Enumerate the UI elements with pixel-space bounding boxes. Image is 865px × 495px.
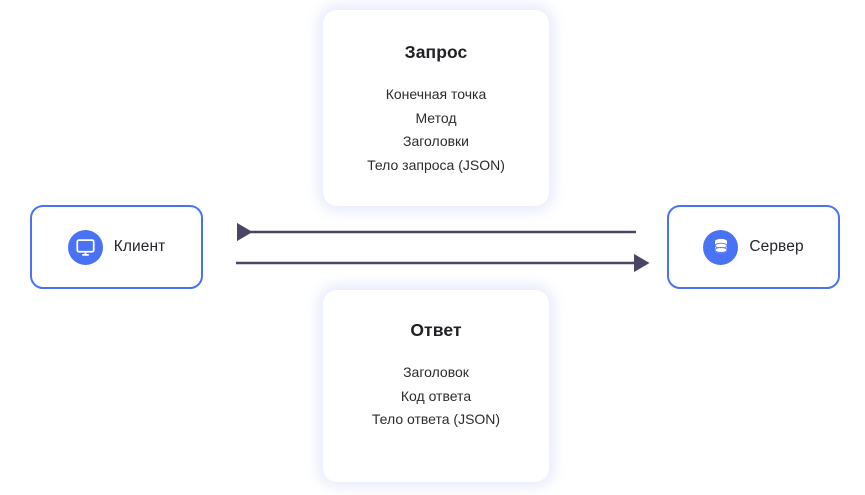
node-client[interactable]: Клиент xyxy=(30,205,203,289)
node-client-label: Клиент xyxy=(113,238,166,255)
card-request-lines: Конечная точка Метод Заголовки Тело запр… xyxy=(367,83,505,177)
card-request: Запрос Конечная точка Метод Заголовки Те… xyxy=(323,10,549,206)
database-icon xyxy=(703,229,739,265)
card-line: Код ответа xyxy=(400,387,472,404)
card-line: Конечная точка xyxy=(385,86,487,102)
card-response-lines: Заголовок Код ответа Тело ответа (JSON) xyxy=(372,361,500,432)
card-request-title: Запрос xyxy=(404,42,468,62)
card-line: Метод xyxy=(415,109,457,126)
monitor-icon xyxy=(67,229,103,265)
card-line: Тело запроса (JSON) xyxy=(367,156,505,173)
card-line: Заголовки xyxy=(402,133,469,149)
card-response: Ответ Заголовок Код ответа Тело ответа (… xyxy=(323,290,549,482)
card-response-title: Ответ xyxy=(410,320,462,340)
card-line: Тело ответа (JSON) xyxy=(371,411,501,427)
node-server-label: Сервер xyxy=(749,238,804,255)
node-server[interactable]: Сервер xyxy=(667,205,840,289)
card-line: Заголовок xyxy=(403,364,469,380)
